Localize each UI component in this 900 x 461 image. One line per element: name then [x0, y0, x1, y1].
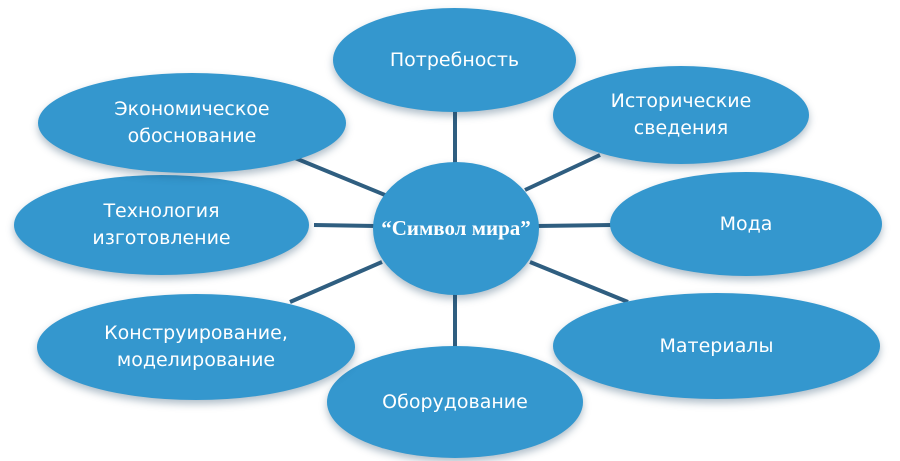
node-materials-label: Материалы: [659, 334, 774, 357]
node-design-label: Конструирование, моделирование: [104, 322, 288, 371]
connector-technology: [313, 223, 377, 228]
connector-fashion: [535, 223, 613, 228]
node-need-label: Потребность: [389, 48, 520, 71]
node-fashion-label: Мода: [719, 212, 773, 235]
node-design: Конструирование, моделирование: [37, 294, 355, 400]
node-economic-label: Экономическое обоснование: [114, 98, 270, 147]
connector-economic: [294, 156, 386, 197]
connector-materials: [529, 260, 629, 304]
node-fashion: Мода: [610, 172, 882, 276]
node-economic: Экономическое обоснование: [38, 73, 346, 173]
connector-history: [524, 153, 601, 192]
node-history-label: Исторические сведения: [610, 90, 752, 139]
center-label: “Символ мира”: [381, 216, 531, 240]
node-technology: Технология изготовление: [14, 175, 309, 275]
node-equipment: Оборудование: [327, 346, 583, 458]
node-history: Исторические сведения: [553, 66, 809, 164]
connector-design: [289, 260, 383, 304]
node-equipment-label: Оборудование: [382, 390, 528, 413]
node-need: Потребность: [333, 8, 576, 112]
node-technology-label: Технология изготовление: [92, 200, 231, 249]
center-node: “Символ мира”: [373, 162, 539, 295]
node-materials: Материалы: [553, 293, 880, 399]
